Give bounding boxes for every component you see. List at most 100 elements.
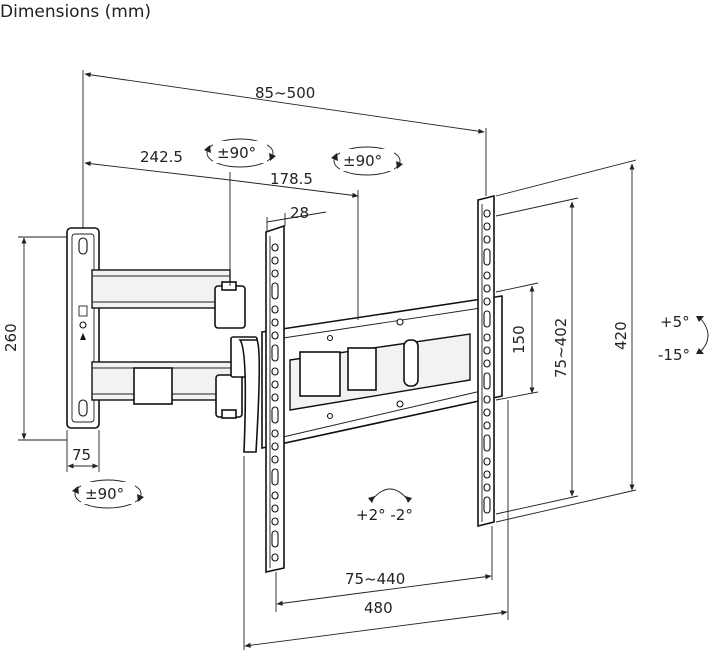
lower-joint-cap — [221, 409, 237, 419]
left-rail-hole — [271, 442, 279, 451]
vesa-vertical-label: 75~402 — [552, 318, 570, 378]
level-adjust-icon — [371, 488, 409, 501]
dim-wall-plate-height: 260 — [2, 236, 67, 441]
swivel-head-icon — [333, 146, 401, 176]
wall-plate-slot-bottom — [78, 399, 88, 417]
mount-head — [261, 295, 503, 449]
arm-segment-2-label: 178.5 — [270, 170, 313, 188]
wall-plate-slot-top — [78, 237, 88, 255]
right-rail-hole — [483, 235, 491, 244]
left-rail-hole — [271, 504, 279, 513]
left-rail-hole — [271, 305, 279, 314]
wall-plate-hole — [79, 321, 87, 329]
dim-profile-depth: 28 — [266, 204, 327, 232]
dim-arm-segment-1: 242.5 — [84, 148, 231, 286]
left-rail-hole — [271, 269, 279, 278]
head-block-mid — [347, 347, 377, 391]
left-rail-hole — [271, 243, 279, 252]
right-rail-hole — [483, 372, 491, 390]
dim-overall-width: 480 — [243, 400, 509, 650]
right-rail-hole — [483, 346, 491, 355]
head-slot — [403, 339, 419, 387]
right-rail-hole — [483, 297, 491, 306]
left-rail-hole — [271, 282, 279, 300]
overall-height-label: 420 — [612, 321, 630, 350]
left-rail-hole — [271, 553, 279, 562]
arm-clamp — [133, 367, 173, 405]
left-rail-hole — [271, 393, 279, 402]
right-rail-hole — [483, 496, 491, 514]
dim-overall-height: 420 — [495, 159, 637, 523]
left-rail-hole — [271, 406, 279, 424]
left-rail-hole — [271, 530, 279, 548]
swivel-head-label: ±90° — [343, 152, 382, 170]
right-vesa-rail — [477, 194, 495, 528]
swivel-elbow-label: ±90° — [217, 144, 256, 162]
profile-depth-label: 28 — [290, 204, 309, 222]
wall-plate-width-label: 75 — [72, 446, 91, 464]
left-rail-hole — [271, 318, 279, 327]
vesa-horizontal-label: 75~440 — [345, 570, 405, 588]
vesa-vertical-inner-label: 150 — [510, 325, 528, 354]
level-adjust-label: +2° -2° — [356, 506, 413, 524]
dim-arm-extension: 85~500 — [82, 70, 487, 228]
wall-plate-height-label: 260 — [2, 323, 20, 352]
left-rail-hole — [271, 380, 279, 389]
right-rail-hole — [483, 434, 491, 452]
left-rail-hole — [271, 367, 279, 376]
tilt-up-label: +5° — [660, 313, 690, 331]
right-rail-hole — [483, 470, 491, 479]
left-rail-hole — [271, 344, 279, 362]
tilt-bracket — [238, 339, 261, 453]
head-screw-top — [396, 318, 404, 326]
right-rail-hole — [483, 408, 491, 417]
right-rail-hole — [483, 248, 491, 266]
wall-plate-label — [78, 305, 88, 317]
right-rail-hole — [483, 395, 491, 404]
left-rail-hole — [271, 517, 279, 526]
articulating-arms — [91, 269, 261, 453]
elbow-cap — [221, 281, 237, 291]
wall-plate — [66, 227, 100, 429]
left-rail-hole — [271, 429, 279, 438]
right-rail-hole — [483, 483, 491, 492]
rotation-level: +2° -2° — [356, 488, 413, 524]
elbow-joint — [214, 285, 246, 329]
head-screw-bottom — [396, 400, 404, 408]
overall-width-label: 480 — [364, 599, 393, 617]
right-rail-hole — [483, 222, 491, 231]
wall-plate-inner — [71, 233, 95, 423]
rotation-wall: ±90° — [72, 479, 144, 509]
left-rail-hole — [271, 468, 279, 486]
dim-vesa-vertical: 75~402 — [495, 197, 579, 515]
right-rail-hole — [483, 284, 491, 293]
left-vesa-rail — [265, 224, 285, 573]
left-rail-hole — [271, 331, 279, 340]
right-rail-hole — [483, 333, 491, 342]
dim-vesa-horizontal: 75~440 — [275, 526, 493, 612]
diagram-title: Dimensions (mm) — [0, 2, 151, 22]
swivel-wall-label: ±90° — [85, 485, 124, 503]
rotation-head: ±90° — [331, 146, 403, 176]
up-arrow-icon — [80, 333, 86, 340]
right-rail-hole — [483, 310, 491, 328]
swivel-elbow-icon — [206, 138, 274, 168]
dim-vesa-vertical-inner: 150 — [495, 282, 539, 401]
left-rail-hole — [271, 491, 279, 500]
right-rail-hole — [483, 359, 491, 368]
head-block-left — [299, 351, 341, 397]
rotation-elbow: ±90° — [204, 138, 276, 168]
left-rail-hole — [271, 455, 279, 464]
left-rail-hole — [271, 256, 279, 265]
tilt-icon — [699, 317, 709, 353]
arm-extension-label: 85~500 — [255, 84, 315, 102]
tilt-down-label: -15° — [658, 346, 690, 364]
dim-wall-plate-width: 75 — [66, 430, 100, 472]
swivel-wall-icon — [74, 479, 142, 509]
arm-segment-1-label: 242.5 — [140, 148, 183, 166]
right-rail-hole — [483, 271, 491, 280]
right-rail-hole — [483, 421, 491, 430]
right-rail-hole — [483, 209, 491, 218]
